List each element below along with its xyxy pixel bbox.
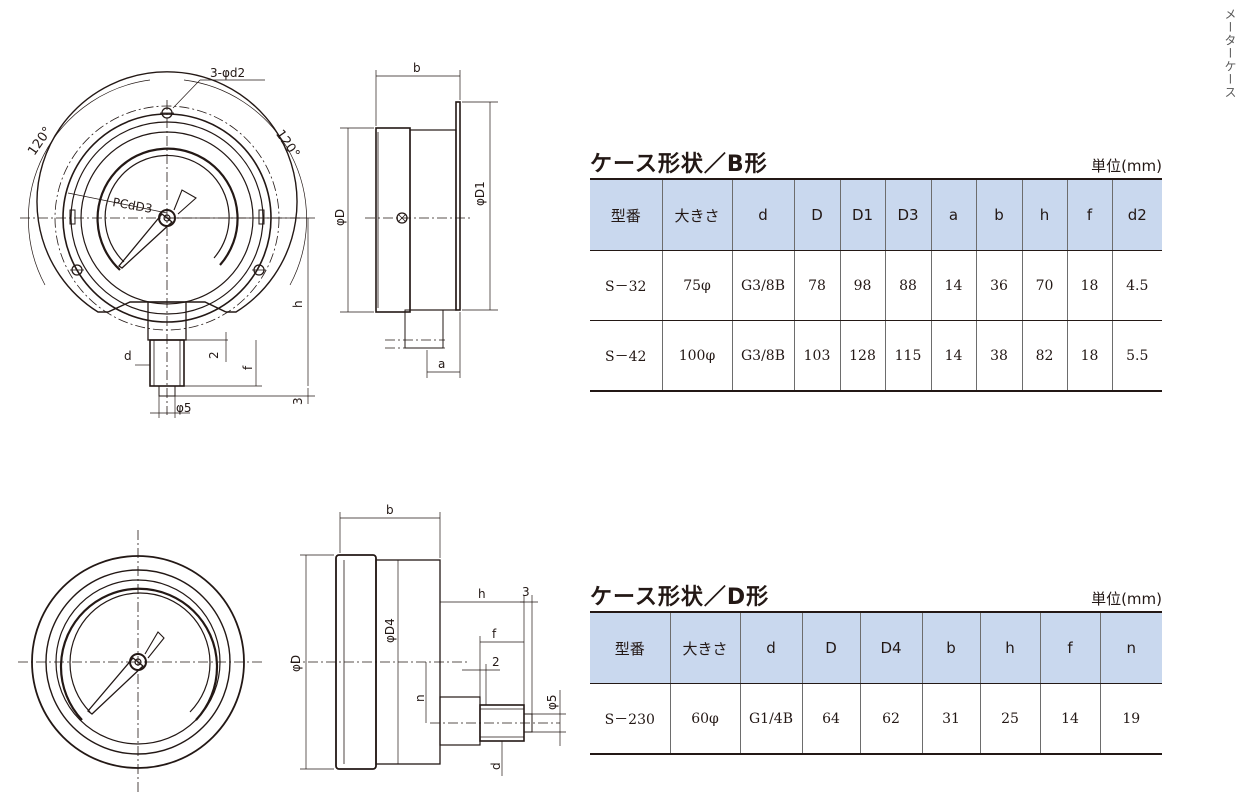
side-dim-phiD-label: φD bbox=[333, 209, 347, 226]
table-cell: 31 bbox=[921, 683, 980, 754]
table-cell: 25 bbox=[979, 683, 1040, 754]
d-dim-f-label: f bbox=[492, 627, 497, 641]
spec-table-b: 型番 大きさ d D D1 D3 a b h f d2 S－32 75φ G3/… bbox=[590, 178, 1162, 392]
d-dim-phiD-label: φD bbox=[289, 655, 303, 672]
pcd-label: PCdD3 bbox=[111, 195, 153, 216]
spec-table-d: 型番 大きさ d D D4 b h f n S－230 60φ G1/4B 64… bbox=[590, 611, 1162, 755]
d-type-front-view bbox=[18, 530, 265, 795]
table-b-header-cell: D bbox=[793, 179, 840, 251]
table-row: S－32 75φ G3/8B 78 98 88 14 36 70 18 4.5 bbox=[590, 250, 1162, 321]
dim-2-label: 2 bbox=[207, 351, 221, 359]
table-b-header-cell: D3 bbox=[884, 179, 931, 251]
table-d-header-cell: f bbox=[1039, 612, 1100, 684]
table-cell: 115 bbox=[884, 320, 931, 391]
table-b-header-cell: d2 bbox=[1111, 179, 1162, 251]
b-type-side-view: b φD φD1 a bbox=[333, 61, 498, 378]
angle-left-label: 120° bbox=[25, 124, 55, 158]
table-d-unit: 単位(mm) bbox=[1091, 590, 1162, 608]
table-d-title: ケース形状／D形 bbox=[590, 585, 770, 610]
table-d-header-cell: h bbox=[979, 612, 1040, 684]
table-row: S－230 60φ G1/4B 64 62 31 25 14 19 bbox=[590, 683, 1162, 754]
table-b-header-cell: D1 bbox=[839, 179, 885, 251]
side-dim-a-label: a bbox=[438, 357, 445, 371]
table-cell: 75φ bbox=[661, 250, 732, 321]
table-b-unit: 単位(mm) bbox=[1091, 157, 1162, 175]
table-cell: G3/8B bbox=[731, 320, 794, 391]
side-dim-b-label: b bbox=[413, 61, 421, 75]
table-b-header-cell: f bbox=[1066, 179, 1112, 251]
table-d-header-cell: d bbox=[739, 612, 802, 684]
d-type-side-view: b h 3 f 2 φD φD4 n φ5 d bbox=[289, 503, 566, 776]
table-cell: 38 bbox=[975, 320, 1022, 391]
table-cell: 128 bbox=[839, 320, 885, 391]
holes-label: 3-φd2 bbox=[210, 66, 245, 80]
side-dim-phiD1-label: φD1 bbox=[473, 181, 487, 206]
table-cell: 103 bbox=[793, 320, 840, 391]
dim-f-label: f bbox=[241, 365, 255, 370]
table-cell: 64 bbox=[801, 683, 860, 754]
d-dim-2-label: 2 bbox=[492, 655, 500, 669]
table-cell: 14 bbox=[1039, 683, 1100, 754]
table-d-header-cell: D4 bbox=[859, 612, 922, 684]
table-cell: 60φ bbox=[669, 683, 740, 754]
table-cell: S－42 bbox=[605, 348, 647, 365]
d-dim-b-label: b bbox=[386, 503, 394, 517]
table-d-header-cell: 大きさ bbox=[669, 612, 740, 684]
table-cell: S－230 bbox=[604, 711, 655, 728]
table-cell: 100φ bbox=[661, 320, 732, 391]
d-dim-h-label: h bbox=[478, 587, 486, 601]
table-cell: 78 bbox=[793, 250, 840, 321]
b-type-front-view: 120° 120° 3-φd2 PCdD3 d 2 f h 3 φ5 bbox=[20, 66, 315, 418]
d-dim-3-label: 3 bbox=[522, 585, 530, 599]
table-d-header-cell: n bbox=[1099, 612, 1162, 684]
table-cell: 98 bbox=[839, 250, 885, 321]
dim-phi5-label: φ5 bbox=[176, 401, 192, 415]
table-cell: G1/4B bbox=[739, 683, 802, 754]
table-d-header-row: 型番 大きさ d D D4 b h f n bbox=[590, 612, 1162, 684]
table-cell: 36 bbox=[975, 250, 1022, 321]
d-dim-phi5-label: φ5 bbox=[545, 694, 559, 710]
d-dim-d-label: d bbox=[489, 762, 503, 770]
side-index-tab: メーターケース bbox=[1223, 8, 1237, 99]
table-d-header-cell: D bbox=[801, 612, 860, 684]
d-dim-n-label: n bbox=[413, 694, 427, 702]
table-b-header-cell: h bbox=[1021, 179, 1067, 251]
table-cell: 18 bbox=[1066, 320, 1112, 391]
d-dim-phiD4-label: φD4 bbox=[383, 618, 397, 643]
table-b-header-cell: 大きさ bbox=[661, 179, 732, 251]
dim-h-label: h bbox=[291, 300, 305, 308]
table-d-block: ケース形状／D形 単位(mm) 型番 大きさ d D D4 b h f n S－… bbox=[590, 573, 1162, 755]
table-cell: 62 bbox=[859, 683, 922, 754]
table-cell: 18 bbox=[1066, 250, 1112, 321]
table-cell: 70 bbox=[1021, 250, 1067, 321]
table-d-header-cell: 型番 bbox=[590, 612, 670, 684]
table-b-header-cell: b bbox=[975, 179, 1022, 251]
table-b-header-row: 型番 大きさ d D D1 D3 a b h f d2 bbox=[590, 179, 1162, 251]
table-row: S－42 100φ G3/8B 103 128 115 14 38 82 18 … bbox=[590, 320, 1162, 391]
table-cell: 88 bbox=[884, 250, 931, 321]
dim-3-label: 3 bbox=[291, 397, 305, 405]
table-b-block: ケース形状／B形 単位(mm) 型番 大きさ d D D1 D3 a b h f… bbox=[590, 140, 1162, 392]
angle-right-label: 120° bbox=[272, 127, 302, 161]
table-b-header-cell: 型番 bbox=[590, 179, 662, 251]
table-cell: 82 bbox=[1021, 320, 1067, 391]
table-cell: 5.5 bbox=[1111, 320, 1162, 391]
table-cell: 14 bbox=[930, 320, 976, 391]
table-b-title: ケース形状／B形 bbox=[590, 152, 768, 177]
table-cell: S－32 bbox=[590, 250, 662, 321]
table-b-header-cell: d bbox=[731, 179, 794, 251]
table-cell: 4.5 bbox=[1111, 250, 1162, 321]
table-d-header-cell: b bbox=[921, 612, 980, 684]
dim-d-label: d bbox=[124, 349, 132, 363]
table-cell: G3/8B bbox=[731, 250, 794, 321]
technical-drawings: 120° 120° 3-φd2 PCdD3 d 2 f h 3 φ5 bbox=[18, 61, 566, 795]
table-cell: 19 bbox=[1099, 683, 1162, 754]
table-cell: 14 bbox=[930, 250, 976, 321]
table-b-header-cell: a bbox=[930, 179, 976, 251]
